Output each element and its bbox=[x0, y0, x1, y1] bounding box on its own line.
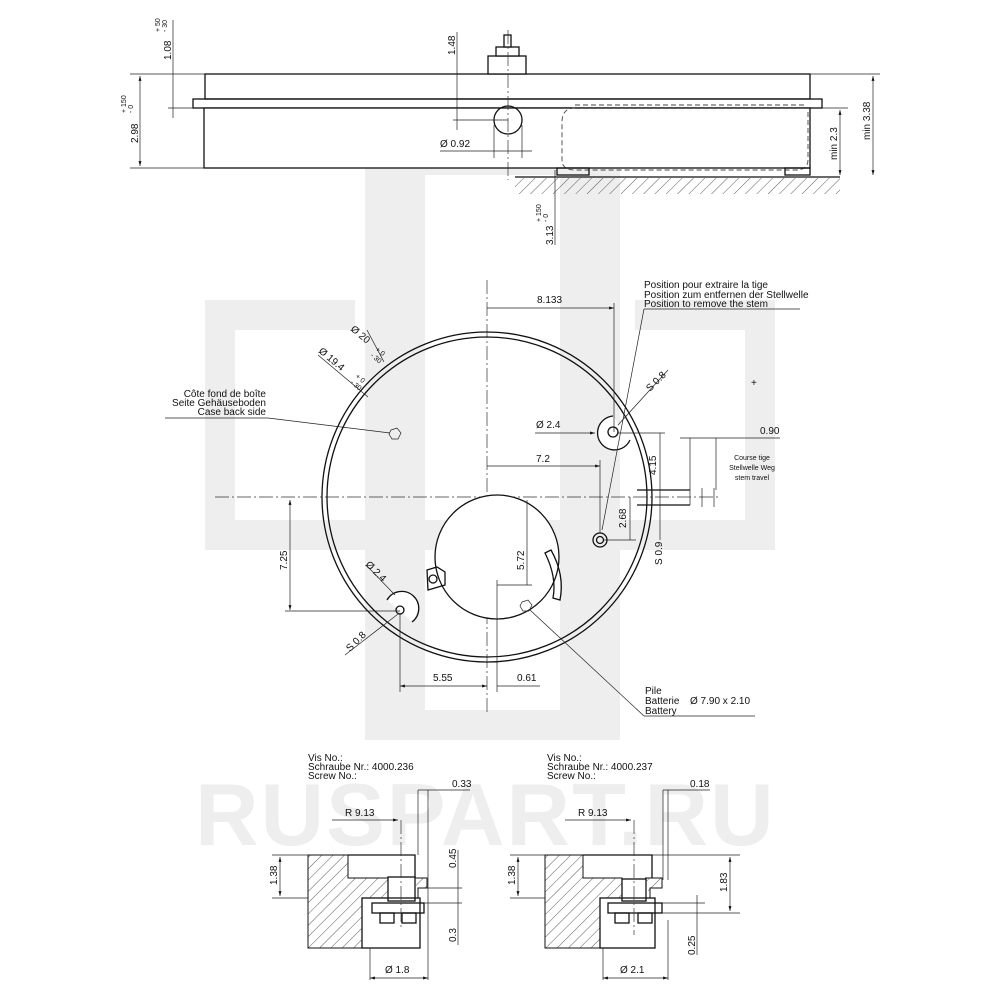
plan-view: Position pour extraire la tige Position … bbox=[165, 280, 809, 717]
screw-diameter: Ø 2.1 bbox=[620, 965, 645, 976]
battery-label-en: Battery bbox=[645, 706, 677, 717]
stem-position-label-en: Position to remove the stem bbox=[644, 299, 768, 310]
tol: + 0 bbox=[354, 373, 366, 385]
screw-diameter: Ø 1.8 bbox=[385, 965, 410, 976]
screw-detail-2: Vis No.: Schraube Nr.: 4000.237 Screw No… bbox=[507, 753, 740, 980]
stem-travel-label-en: stem travel bbox=[735, 475, 770, 482]
dim-1-48: 1.48 bbox=[447, 35, 458, 55]
screw-dim-right-a: 0.45 bbox=[448, 848, 459, 868]
dim-s-0-9: S 0.9 bbox=[654, 541, 665, 565]
case-outer-circle bbox=[321, 331, 653, 663]
stem-position-label-fr: Position pour extraire la tige bbox=[644, 280, 768, 291]
screw-dim-top: 0.33 bbox=[452, 779, 472, 790]
screw-dim-right-a: 1.83 bbox=[719, 872, 730, 892]
screw-dim-1-38: 1.38 bbox=[507, 865, 518, 885]
screw-label-schraube: Schraube Nr.: 4000.236 bbox=[308, 762, 414, 773]
dim-stem-diameter: Ø 0.92 bbox=[440, 139, 470, 150]
tol: + 50 bbox=[155, 18, 162, 32]
dim-dia-19-4: Ø 19.4 bbox=[316, 346, 346, 374]
dim-min-3-38: min 3.38 bbox=[862, 101, 873, 140]
battery-marker bbox=[519, 599, 533, 612]
screw-label-screw: Screw No.: bbox=[308, 771, 357, 782]
dim-0-90: 0.90 bbox=[760, 426, 780, 437]
case-back-label-de: Seite Gehäuseboden bbox=[172, 398, 266, 409]
case-inner-circle bbox=[326, 336, 648, 658]
dim-2-68: 2.68 bbox=[618, 508, 629, 528]
dim-dia-2-4-right: Ø 2.4 bbox=[536, 420, 561, 431]
screw-label-vis: Vis No.: bbox=[308, 753, 343, 764]
crown bbox=[487, 34, 527, 75]
tol: + 0 bbox=[374, 346, 386, 358]
screw-label-screw: Screw No.: bbox=[547, 771, 596, 782]
battery-label-de: Batterie bbox=[645, 696, 680, 707]
dim-7-2: 7.2 bbox=[536, 454, 550, 465]
ground-hatch bbox=[515, 178, 840, 194]
cross-mark: + bbox=[751, 378, 757, 389]
screw-dim-right-b: 0.3 bbox=[448, 928, 459, 942]
screw-dim-right-b: 0.25 bbox=[687, 935, 698, 955]
dim-8-133: 8.133 bbox=[537, 295, 562, 306]
battery-size: Ø 7.90 x 2.10 bbox=[690, 696, 750, 707]
tol: - 30 bbox=[162, 20, 169, 32]
dim-5-72: 5.72 bbox=[516, 550, 527, 570]
tol: - 0 bbox=[543, 214, 550, 222]
tol: + 150 bbox=[121, 95, 128, 113]
case-back-label-fr: Côte fond de boîte bbox=[184, 389, 267, 400]
stem-travel-label-de: Stellwelle Weg bbox=[729, 465, 775, 472]
screw-label-vis: Vis No.: bbox=[547, 753, 582, 764]
screw-label-schraube: Schraube Nr.: 4000.237 bbox=[547, 762, 653, 773]
dim-7-25: 7.25 bbox=[279, 550, 290, 570]
tol: + 150 bbox=[536, 204, 543, 222]
stem-position-label-de: Position zum entfernen der Stellwelle bbox=[644, 290, 809, 301]
battery-label-fr: Pile bbox=[645, 686, 662, 697]
case-back-marker bbox=[388, 427, 402, 440]
tol: - 0 bbox=[128, 105, 135, 113]
screw-radius: R 9.13 bbox=[578, 808, 608, 819]
dim-0-61: 0.61 bbox=[517, 673, 537, 684]
screw-radius: R 9.13 bbox=[345, 808, 375, 819]
screw-detail-1: Vis No.: Schraube Nr.: 4000.236 Screw No… bbox=[269, 753, 472, 980]
dim-4-15: 4.15 bbox=[648, 455, 659, 475]
stem-travel-label-fr: Course tige bbox=[734, 455, 770, 462]
screw-dim-1-38: 1.38 bbox=[269, 865, 280, 885]
dim-2-98: 2.98 bbox=[130, 123, 141, 143]
side-view: 2.98 + 150 - 0 1.08 + 50 - 30 1.48 Ø 0.9… bbox=[121, 18, 880, 245]
dim-1-08: 1.08 bbox=[163, 40, 174, 60]
dim-min-2-3: min 2.3 bbox=[829, 127, 840, 160]
screw-dim-top: 0.18 bbox=[690, 779, 710, 790]
watermark-text: RUSPART.RU bbox=[195, 765, 776, 864]
case-back-label-en: Case back side bbox=[198, 407, 267, 418]
dim-3-13: 3.13 bbox=[545, 225, 556, 245]
dim-5-55: 5.55 bbox=[433, 673, 453, 684]
